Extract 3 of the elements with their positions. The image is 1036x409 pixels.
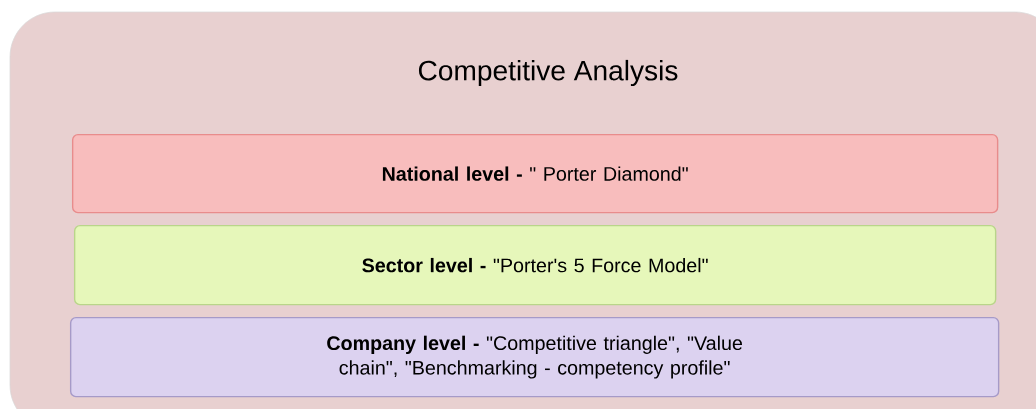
level-box: Company level - "Competitive triangle", "Value chain", "Benchmarking - competency profile" <box>69 316 1000 398</box>
level-box: Sector level - "Porter's 5 Force Model" <box>73 224 997 306</box>
level-box: National level - " Porter Diamond" <box>71 133 999 214</box>
